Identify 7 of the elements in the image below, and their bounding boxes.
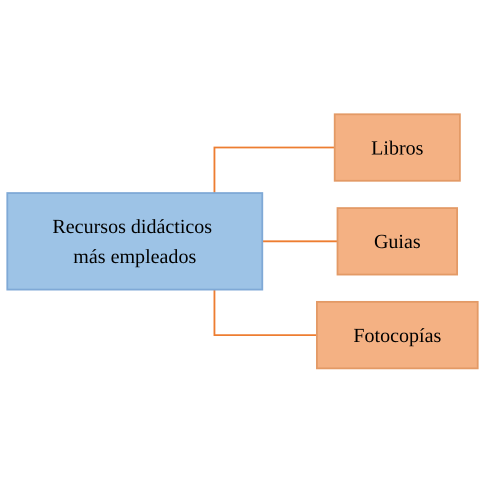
node-box: Recursos didácticos más empleados xyxy=(6,192,264,290)
connector xyxy=(214,289,317,336)
connector xyxy=(214,146,335,193)
node-box: Fotocopías xyxy=(316,300,479,369)
node-box: Guias xyxy=(336,206,458,276)
connector xyxy=(261,240,338,242)
node-box: Libros xyxy=(334,113,461,182)
